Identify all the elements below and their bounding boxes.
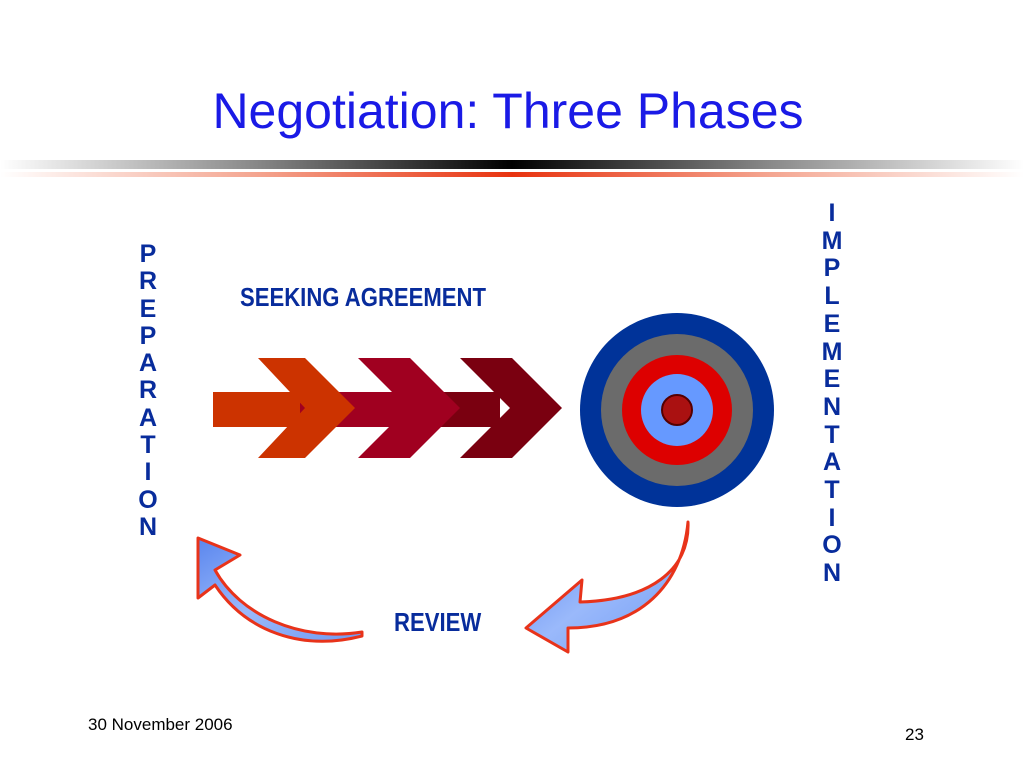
curved-arrow-icon — [524, 520, 690, 654]
chevron-3 — [460, 358, 562, 458]
slide-title: Negotiation: Three Phases — [212, 83, 804, 139]
page-number: 23 — [905, 725, 924, 744]
footer-date: 30 November 2006 — [88, 715, 233, 734]
chevron-2 — [358, 358, 460, 458]
implementation-label: I M P L E M E N T A T I O N — [821, 199, 843, 588]
title-divider-accent — [0, 172, 1024, 177]
title-divider — [0, 160, 1024, 169]
curved-arrow-left — [196, 536, 364, 643]
target-icon — [580, 313, 774, 507]
review-label: REVIEW — [394, 607, 482, 637]
seeking-agreement-label: SEEKING AGREEMENT — [240, 282, 486, 312]
curved-arrow-icon — [196, 536, 364, 643]
chevron-1 — [258, 358, 355, 458]
curved-arrow-right — [524, 520, 690, 654]
preparation-label: P R E P A R A T I O N — [138, 240, 158, 541]
chevron-arrows-icon — [213, 358, 562, 458]
target-bullseye — [661, 394, 693, 426]
